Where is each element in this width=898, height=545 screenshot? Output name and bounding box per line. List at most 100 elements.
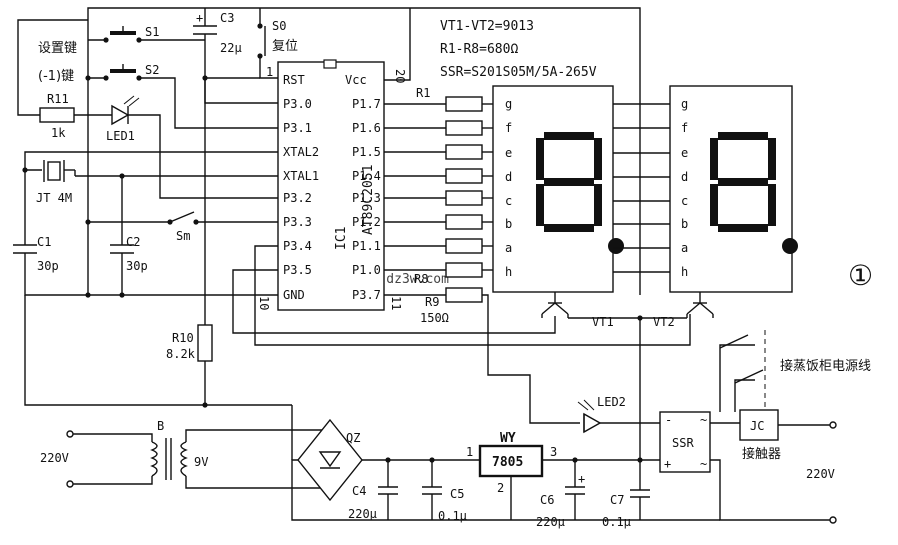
display1-seg-label-a: a bbox=[505, 241, 512, 255]
display2-seg-label-a: a bbox=[681, 241, 688, 255]
vt2-transistor bbox=[686, 292, 714, 318]
display1-segment-4 bbox=[594, 138, 602, 180]
led1-ray2 bbox=[128, 97, 140, 107]
display1-segment-3 bbox=[536, 138, 544, 180]
display1-seg-label-d: d bbox=[505, 170, 512, 184]
ssr-ac-top: ~ bbox=[700, 413, 707, 427]
segment-bus-wires bbox=[613, 103, 670, 273]
mcu-right-pin-3: P1.5 bbox=[352, 145, 381, 159]
display2-seg-label-h: h bbox=[681, 265, 688, 279]
rst-junction bbox=[202, 75, 208, 81]
mcu-left-pin-9: GND bbox=[283, 288, 305, 302]
s0-label: S0 bbox=[272, 19, 286, 33]
c6-junction bbox=[572, 457, 578, 463]
display2-decimal-point bbox=[782, 238, 798, 254]
mcu-notch bbox=[323, 59, 337, 69]
bridge-minus-wire bbox=[291, 459, 720, 521]
c4-label: C4 bbox=[352, 484, 366, 498]
r10-value: 8.2k bbox=[166, 347, 196, 361]
display2-seg-label-g: g bbox=[681, 97, 688, 111]
contact-blade-2 bbox=[734, 369, 764, 384]
jc-label: JC bbox=[750, 419, 764, 433]
s0-contact-bottom bbox=[257, 53, 263, 59]
ssr-ac-bottom-wire bbox=[710, 459, 830, 521]
mcu-right-pin-1: P1.7 bbox=[352, 97, 381, 111]
mcu-left-pin-0: RST bbox=[283, 73, 305, 87]
led1-ray1 bbox=[123, 95, 135, 105]
mcu-pin1: 1 bbox=[266, 65, 273, 79]
display1-body bbox=[492, 85, 614, 293]
r11-value: 1k bbox=[51, 126, 66, 140]
contact-blade-1 bbox=[719, 334, 749, 349]
c5-value: 0.1μ bbox=[438, 509, 467, 523]
r1-label: R1 bbox=[416, 86, 430, 100]
s2-contact-right bbox=[136, 75, 142, 81]
regulator-pin3: 3 bbox=[550, 445, 557, 459]
sm-label: Sm bbox=[176, 229, 190, 243]
mains2-label: 220V bbox=[806, 467, 835, 481]
display1-segment-0 bbox=[544, 132, 594, 140]
load-label: 接蒸饭柜电源线 bbox=[780, 358, 871, 374]
note-transistors: VT1-VT2=9013 bbox=[440, 19, 534, 34]
r10-label: R10 bbox=[172, 331, 194, 345]
xtal2-junction bbox=[22, 167, 28, 173]
regulator-label: 7805 bbox=[492, 455, 523, 470]
display1-seg-label-f: f bbox=[505, 121, 512, 135]
c3-value: 22μ bbox=[220, 41, 242, 55]
minus-key-label: (-1)键 bbox=[38, 69, 74, 84]
regulator-pin1: 1 bbox=[466, 445, 473, 459]
ssr-plus: + bbox=[664, 457, 671, 471]
s2-label: S2 bbox=[145, 63, 159, 77]
r9-label: R9 bbox=[425, 295, 439, 309]
ssr-body bbox=[659, 411, 711, 473]
mains-terminal-top bbox=[66, 430, 74, 438]
contact-wire-2 bbox=[734, 379, 755, 412]
c2-value: 30p bbox=[126, 259, 148, 273]
mains-terminal-bottom bbox=[66, 480, 74, 488]
figure-number: ① bbox=[848, 259, 873, 292]
c1-value: 30p bbox=[37, 259, 59, 273]
p35-wire bbox=[232, 269, 556, 334]
c2-gnd-junction bbox=[119, 292, 125, 298]
mcu-ref-label: IC1 bbox=[334, 227, 349, 250]
c5-label: C5 bbox=[450, 487, 464, 501]
r11-label: R11 bbox=[47, 92, 69, 106]
mcu-pin20: 20 bbox=[393, 69, 407, 83]
r9-to-led2 bbox=[482, 294, 580, 424]
c6-plus: + bbox=[578, 472, 585, 486]
seg-resistor-4 bbox=[445, 190, 483, 206]
led1-triangle bbox=[111, 104, 130, 126]
c6-value: 220μ bbox=[536, 515, 565, 529]
secondary-label: 9V bbox=[194, 455, 208, 469]
c3-plus: + bbox=[196, 11, 203, 25]
display2-segment-0 bbox=[718, 132, 768, 140]
display1-seg-label-b: b bbox=[505, 217, 512, 231]
s2-contact-left bbox=[103, 75, 109, 81]
key-gnd-junction bbox=[85, 292, 91, 298]
led2-ray1 bbox=[577, 401, 589, 411]
s2-actuator bbox=[110, 69, 136, 73]
display2-segment-4 bbox=[768, 138, 776, 180]
display2-segment-6 bbox=[768, 184, 776, 226]
xtal2-wire bbox=[24, 151, 278, 245]
c7-label: C7 bbox=[610, 493, 624, 507]
r10-to-bottom bbox=[24, 295, 206, 406]
p34-wire bbox=[254, 245, 691, 346]
r11-resistor bbox=[39, 107, 75, 123]
c2-label: C2 bbox=[126, 235, 140, 249]
bridge-diode bbox=[318, 451, 342, 468]
regulator-body bbox=[478, 444, 544, 478]
display2-seg-label-d: d bbox=[681, 170, 688, 184]
display2-segment-2 bbox=[718, 224, 768, 232]
led2-ray2 bbox=[583, 399, 595, 411]
r8-label: R8 bbox=[414, 272, 428, 286]
c6-label: C6 bbox=[540, 493, 554, 507]
c7-value: 0.1μ bbox=[602, 515, 631, 529]
mcu-left-pin-4: XTAL1 bbox=[283, 169, 319, 183]
vcc-pin20-wire bbox=[384, 8, 411, 81]
p32-wire bbox=[159, 128, 278, 199]
seg-resistor-6 bbox=[445, 238, 483, 254]
